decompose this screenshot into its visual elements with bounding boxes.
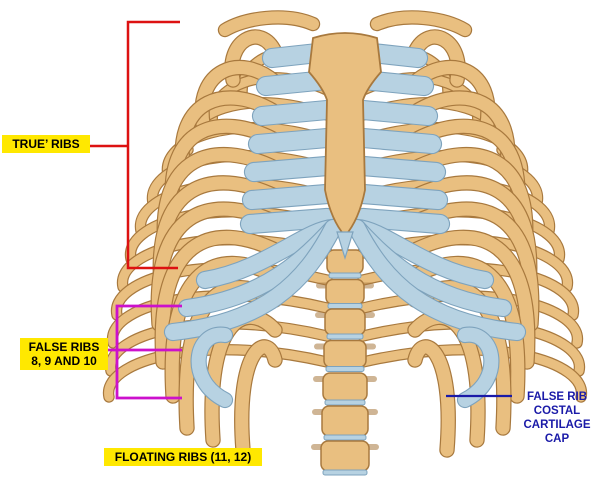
false-rib-cartilage-left-3 — [165, 220, 341, 340]
costal-cap-label-line-2: COSTAL — [533, 405, 581, 417]
vertebral-body-2 — [325, 278, 365, 306]
intervertebral-disc-3 — [326, 333, 364, 340]
floating-rib-cartilage-cap-right — [458, 327, 499, 407]
vertebral-body-5 — [322, 372, 368, 402]
intervertebral-disc-6 — [323, 434, 367, 441]
costal-cap-label-line-4: CAP — [544, 433, 570, 445]
sternum-body — [308, 32, 382, 238]
anterior-rib-left-8 — [155, 230, 282, 369]
true-rib-cartilage-right-4 — [354, 129, 441, 153]
false-ribs-label: FALSE RIBS 8, 9 AND 10 — [20, 338, 108, 370]
false-ribs-label-line-1: FALSE RIBS — [28, 340, 100, 354]
costal-cap-label-line-1: FALSE RIB — [526, 391, 588, 403]
true-rib-cartilage-right-6 — [354, 185, 447, 209]
anterior-rib-right-7 — [408, 202, 539, 331]
false-ribs-bracket — [115, 304, 182, 400]
vertebral-body-3 — [324, 308, 366, 336]
intervertebral-disc-7 — [322, 469, 368, 476]
true-rib-cartilage-left-6 — [243, 185, 336, 209]
true-rib-cartilage-left-3 — [253, 101, 336, 125]
true-rib-cartilage-left-4 — [249, 129, 336, 153]
anterior-rib-left-7 — [151, 202, 282, 331]
sternum — [308, 32, 382, 261]
anterior-rib-right-8 — [408, 230, 535, 369]
true-rib-cartilage-right-5 — [354, 157, 445, 181]
false-ribs-label-line-2: 8, 9 AND 10 — [31, 354, 97, 368]
intervertebral-disc-2 — [327, 303, 363, 309]
anterior-rib-left-12 — [235, 340, 282, 457]
true-ribs-label: TRUE’ RIBS — [2, 135, 90, 153]
vertebral-column — [311, 249, 379, 476]
label-brackets — [86, 20, 512, 400]
xiphoid-process — [336, 231, 354, 261]
true-rib-cartilage-right-7 — [354, 209, 449, 233]
clavicle-stubs — [217, 10, 473, 38]
floating-ribs-label: FLOATING RIBS (11, 12) — [104, 448, 262, 466]
vertebral-body-4 — [323, 339, 367, 369]
costal-cartilages — [163, 41, 527, 409]
clavicle-right — [371, 11, 471, 36]
anterior-rib-right-12 — [408, 340, 455, 457]
clavicle-left — [219, 11, 319, 36]
true-rib-cartilage-left-7 — [241, 209, 336, 233]
true-rib-cartilage-left-5 — [245, 157, 336, 181]
vertebral-body-7 — [320, 440, 370, 472]
costal-cap-label-line-3: CARTILAGE — [523, 419, 591, 431]
floating-rib-cartilage-cap-left — [191, 327, 232, 407]
false-rib-costal-cartilage-cap-label: FALSE RIB COSTAL CARTILAGE CAP — [508, 390, 606, 446]
intervertebral-disc-1 — [328, 272, 362, 279]
true-rib-cartilage-right-3 — [354, 101, 437, 125]
vertebral-body-6 — [321, 405, 369, 437]
intervertebral-disc-5 — [324, 399, 366, 406]
false-rib-cartilage-right-3 — [349, 220, 525, 340]
intervertebral-disc-4 — [325, 366, 365, 372]
